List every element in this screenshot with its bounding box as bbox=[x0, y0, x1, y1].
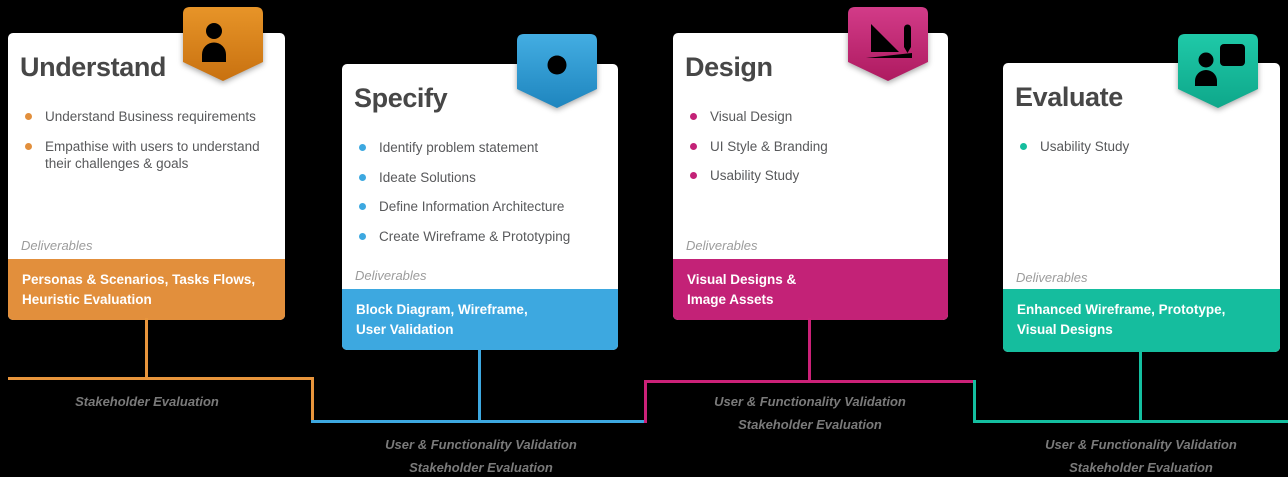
stage-title: Evaluate bbox=[1015, 82, 1123, 112]
deliverables-banner: Visual Designs & Image Assets bbox=[673, 259, 948, 320]
stage-card-design: Design Visual Design UI Style & Branding… bbox=[673, 33, 948, 320]
list-item: Ideate Solutions bbox=[359, 169, 604, 187]
connector-line-specify-horizontal bbox=[311, 420, 647, 423]
stage-bullet-list: Usability Study bbox=[1003, 138, 1280, 156]
user-research-icon bbox=[202, 23, 226, 62]
deliverables-heading: Deliverables bbox=[686, 238, 758, 253]
bullet-dot bbox=[25, 113, 32, 120]
connector-line-understand-horizontal bbox=[8, 377, 314, 380]
connector-line-understand-vertical bbox=[145, 318, 148, 380]
connector-line-evaluate-horizontal bbox=[973, 420, 1288, 423]
stage-title: Understand bbox=[20, 52, 167, 82]
list-item: Create Wireframe & Prototyping bbox=[359, 228, 604, 246]
gear-icon bbox=[545, 53, 569, 77]
stage-bullet-list: Visual Design UI Style & Branding Usabil… bbox=[673, 108, 948, 185]
list-item: Empathise with users to understand their… bbox=[25, 138, 271, 173]
bullet-dot bbox=[690, 172, 697, 179]
deliverables-heading: Deliverables bbox=[1016, 270, 1088, 285]
bullet-dot bbox=[690, 113, 697, 120]
flow-label-specify: User & Functionality Validation Stakehol… bbox=[385, 437, 577, 475]
bullet-dot bbox=[690, 142, 697, 150]
connector-line-evaluate-to-design bbox=[973, 380, 976, 423]
bullet-dot bbox=[359, 232, 366, 240]
bullet-dot bbox=[359, 203, 366, 210]
connector-line-design-to-specify bbox=[644, 380, 647, 423]
evaluate-badge bbox=[1178, 34, 1258, 108]
deliverables-banner: Enhanced Wireframe, Prototype, Visual De… bbox=[1003, 289, 1280, 352]
flow-label-design: User & Functionality Validation Stakehol… bbox=[714, 394, 906, 432]
stage-card-evaluate: Evaluate Usability Study Deliverables En… bbox=[1003, 63, 1280, 352]
flow-label-understand: Stakeholder Evaluation bbox=[75, 394, 219, 409]
specify-badge bbox=[517, 34, 597, 108]
connector-line-design-vertical bbox=[808, 318, 811, 383]
deliverables-banner: Personas & Scenarios, Tasks Flows, Heuri… bbox=[8, 259, 285, 320]
list-item: Understand Business requirements bbox=[25, 108, 271, 126]
stage-title: Specify bbox=[354, 83, 448, 113]
design-tools-icon bbox=[866, 24, 912, 58]
list-item: Define Information Architecture bbox=[359, 198, 604, 216]
user-evaluation-icon bbox=[1195, 44, 1245, 86]
list-item: Usability Study bbox=[690, 167, 934, 185]
bullet-dot bbox=[359, 173, 366, 181]
bullet-dot bbox=[25, 142, 32, 150]
deliverables-banner: Block Diagram, Wireframe, User Validatio… bbox=[342, 289, 618, 350]
connector-line-specify-vertical bbox=[478, 348, 481, 423]
stage-bullet-list: Identify problem statement Ideate Soluti… bbox=[342, 139, 618, 245]
design-badge bbox=[848, 7, 928, 81]
list-item: Usability Study bbox=[1020, 138, 1266, 156]
bullet-dot bbox=[359, 144, 366, 151]
list-item: Visual Design bbox=[690, 108, 934, 126]
stage-title: Design bbox=[685, 52, 773, 82]
list-item: UI Style & Branding bbox=[690, 138, 934, 156]
stage-bullet-list: Understand Business requirements Empathi… bbox=[8, 108, 285, 173]
deliverables-heading: Deliverables bbox=[355, 268, 427, 283]
connector-line-understand-to-specify bbox=[311, 377, 314, 423]
connector-line-evaluate-vertical bbox=[1139, 350, 1142, 420]
understand-badge bbox=[183, 7, 263, 81]
flow-label-evaluate: User & Functionality Validation Stakehol… bbox=[1045, 437, 1237, 475]
stage-card-specify: Specify Identify problem statement Ideat… bbox=[342, 64, 618, 350]
deliverables-heading: Deliverables bbox=[21, 238, 93, 253]
list-item: Identify problem statement bbox=[359, 139, 604, 157]
bullet-dot bbox=[1020, 143, 1027, 150]
stage-card-understand: Understand Understand Business requireme… bbox=[8, 33, 285, 320]
